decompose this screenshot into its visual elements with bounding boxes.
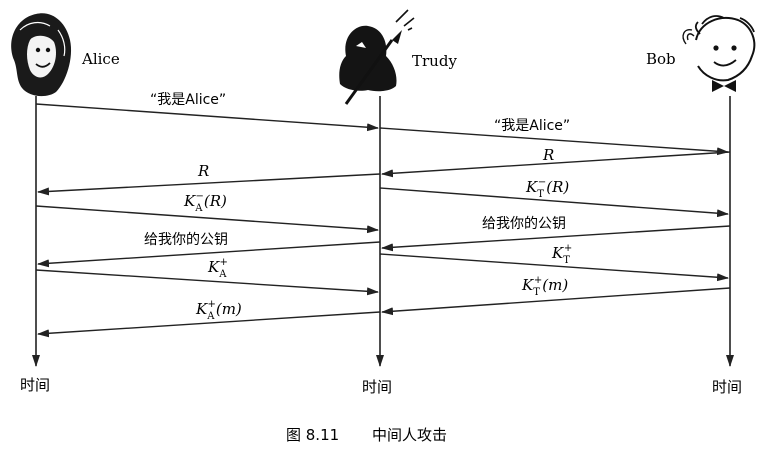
msg-label-10: KT+ <box>551 243 572 266</box>
msg-arrow-3 <box>382 152 730 174</box>
trudy-name-label: Trudy <box>412 52 457 70</box>
alice-name-label: Alice <box>81 50 120 68</box>
bob-time-label: 时间 <box>712 378 742 396</box>
msg-label-7: 给我你的公钥 <box>482 216 566 232</box>
bob-name-label: Bob <box>646 50 676 68</box>
msg-label-3: R <box>542 146 554 164</box>
msg-label-9: KA+ <box>207 257 228 280</box>
msg-label-12: KA+(m) <box>195 299 242 322</box>
msg-arrow-9 <box>36 270 378 292</box>
alice-time-label: 时间 <box>20 376 50 394</box>
msg-label-1: “我是Alice” <box>150 92 226 108</box>
msg-label-6: KT−(R) <box>525 177 569 200</box>
figure-title: 中间人攻击 <box>372 426 447 444</box>
bob-portrait-icon <box>683 16 754 92</box>
alice-portrait-icon <box>11 13 71 96</box>
figure-number: 图 8.11 <box>286 426 339 444</box>
trudy-silhouette-icon <box>339 10 414 104</box>
msg-label-2: “我是Alice” <box>494 118 570 134</box>
msg-label-8: 给我你的公钥 <box>144 232 228 248</box>
msg-label-5: KA−(R) <box>183 191 227 214</box>
msg-label-4: R <box>197 162 209 180</box>
trudy-time-label: 时间 <box>362 378 392 396</box>
msg-label-11: KT+(m) <box>521 275 568 298</box>
